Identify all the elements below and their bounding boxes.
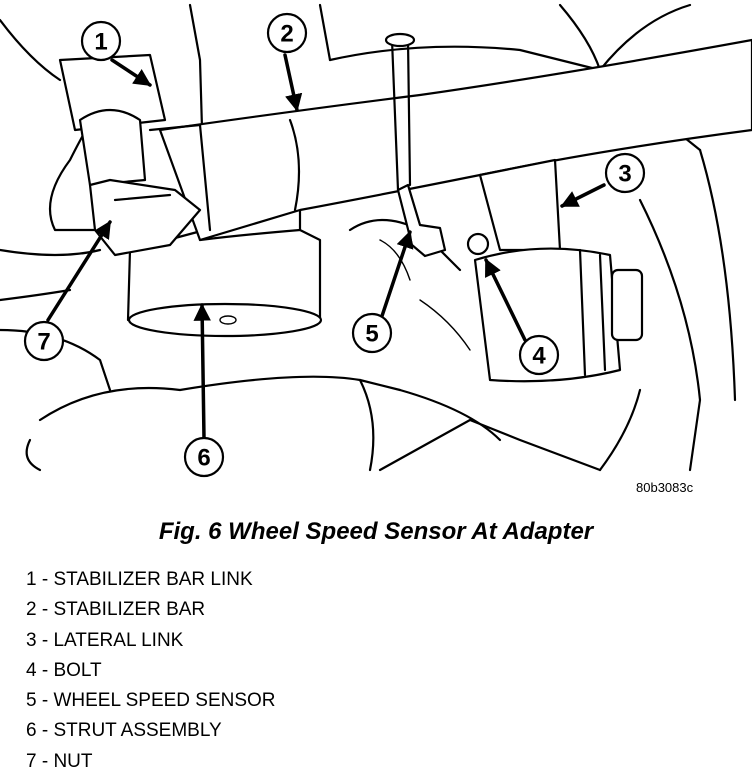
callout-3: 3	[604, 152, 646, 194]
wheel-speed-sensor	[384, 32, 447, 258]
svg-text:1: 1	[94, 29, 107, 56]
legend-item: 2 - STABILIZER BAR	[26, 599, 206, 621]
lateral-link	[478, 158, 562, 252]
legend-item: 5 - WHEEL SPEED SENSOR	[26, 690, 276, 712]
svg-text:5: 5	[365, 321, 378, 348]
callout-4: 4	[518, 334, 560, 376]
svg-text:4: 4	[532, 343, 546, 370]
stabilizer-bar	[158, 38, 752, 242]
leader-lines	[46, 53, 606, 440]
svg-text:7: 7	[37, 329, 50, 356]
legend-item: 7 - NUT	[26, 750, 93, 772]
legend-item: 3 - LATERAL LINK	[26, 629, 184, 651]
svg-text:3: 3	[618, 161, 631, 188]
legend-item: 1 - STABILIZER BAR LINK	[26, 569, 253, 590]
svg-text:2: 2	[280, 21, 293, 48]
callout-5: 5	[351, 312, 393, 354]
technical-illustration: 1 2 3 4 5 6 7	[0, 3, 752, 478]
figure-caption: Fig. 6 Wheel Speed Sensor At Adapter	[158, 518, 594, 545]
figure-reference-code: 80b3083c	[636, 480, 694, 495]
callout-1: 1	[80, 20, 122, 62]
svg-text:6: 6	[197, 445, 210, 472]
stabilizer-bar-link	[48, 53, 212, 257]
legend-item: 6 - STRUT ASSEMBLY	[26, 720, 222, 742]
callout-2: 2	[266, 12, 308, 54]
strut-assembly	[126, 188, 323, 338]
legend-list: 1 - STABILIZER BAR LINK 2 - STABILIZER B…	[26, 565, 276, 777]
callout-6: 6	[183, 436, 225, 478]
legend-item: 4 - BOLT	[26, 659, 102, 681]
callout-7: 7	[23, 320, 65, 362]
bushing-assembly	[466, 232, 644, 383]
background-housing	[0, 3, 737, 472]
